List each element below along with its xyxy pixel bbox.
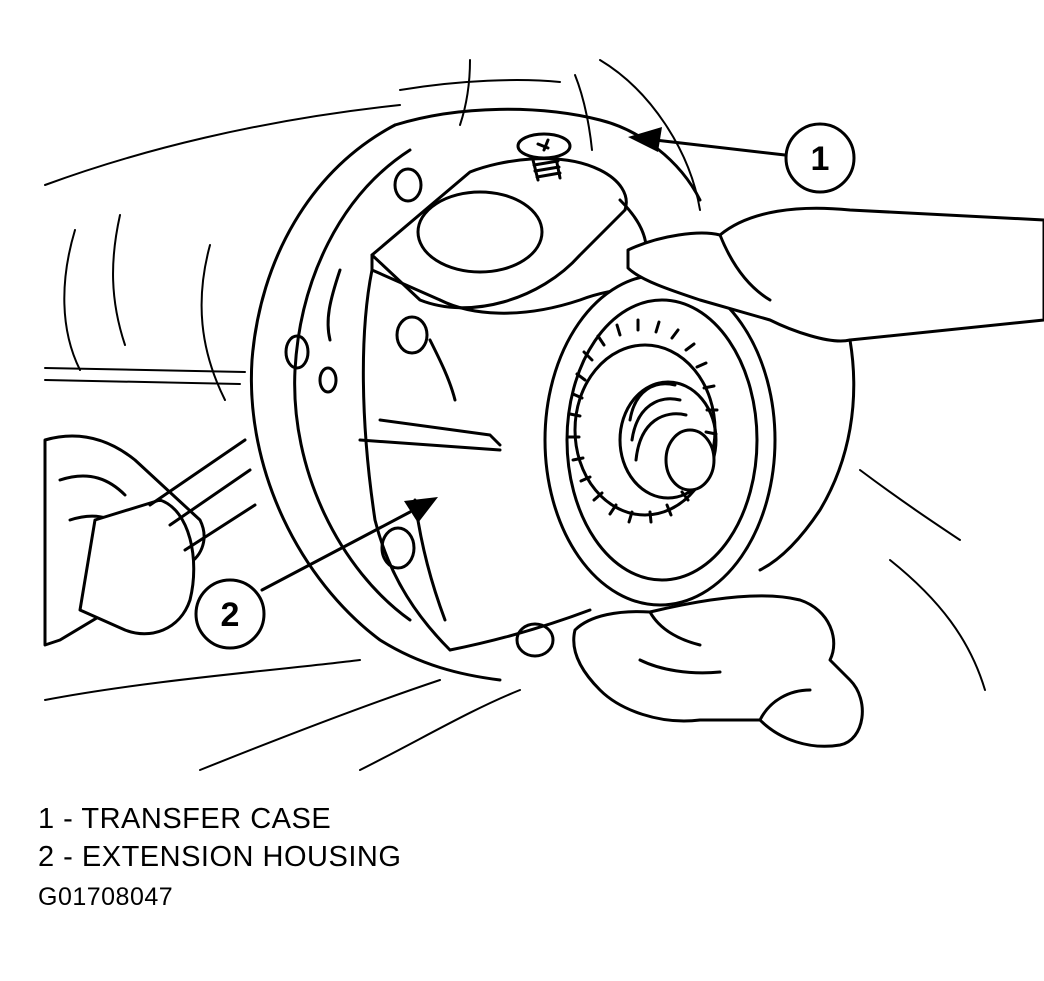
callout-2: 2 xyxy=(194,497,438,650)
legend-item-extension-housing: 2 - EXTENSION HOUSING xyxy=(38,841,402,873)
left-hand-with-tool xyxy=(43,434,257,647)
legend-item-transfer-case: 1 - TRANSFER CASE xyxy=(38,803,332,835)
callout-1-number: 1 xyxy=(811,140,830,178)
flange-ring xyxy=(249,107,702,682)
callout-1-arrowhead xyxy=(628,127,662,152)
right-hand xyxy=(572,206,1044,748)
callout-1-circle xyxy=(784,122,856,194)
callout-2-circle xyxy=(194,578,266,650)
background-sketch-lines xyxy=(44,59,986,771)
output-shaft xyxy=(567,318,719,524)
figure-id: G01708047 xyxy=(38,883,174,911)
callout-2-number: 2 xyxy=(221,596,240,634)
mounting-bolt xyxy=(516,132,572,182)
legend: 1 - TRANSFER CASE 2 - EXTENSION HOUSING xyxy=(38,800,401,876)
callout-1: 1 xyxy=(628,122,856,194)
extension-housing-illustration: 1 2 xyxy=(43,59,1044,771)
callout-2-arrowhead xyxy=(404,497,438,523)
extension-housing-body xyxy=(326,157,777,652)
